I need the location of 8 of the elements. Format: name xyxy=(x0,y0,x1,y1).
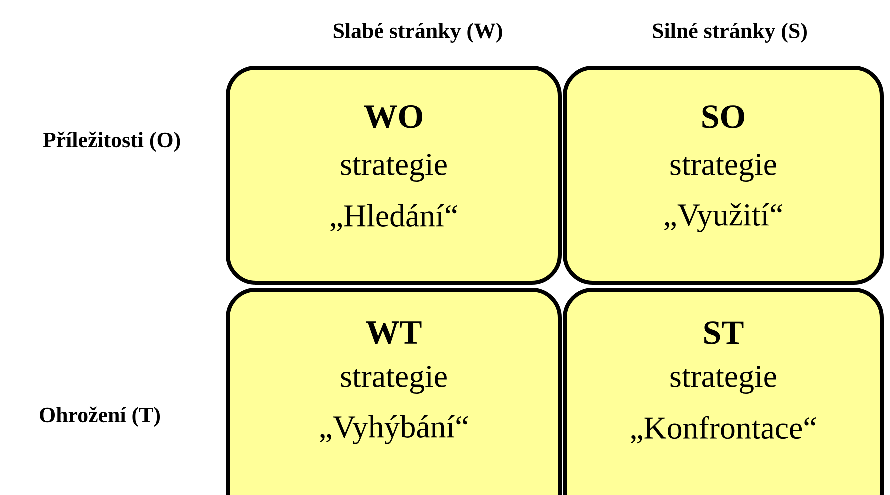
strategy-box: WO strategie „Hledání“ xyxy=(226,66,562,285)
column-header: Silné stránky (S) xyxy=(653,23,807,43)
strategy-box: SO strategie „Využití“ xyxy=(563,66,884,285)
row-header: Příležitosti (O) xyxy=(43,132,180,152)
row-header: Ohrožení (T) xyxy=(40,406,160,428)
strategy-box: WT strategie „Vyhýbání“ xyxy=(226,288,562,495)
strategy-box: ST strategie „Konfrontace“ xyxy=(563,288,884,495)
column-header: Slabé stránky (W) xyxy=(334,23,502,43)
